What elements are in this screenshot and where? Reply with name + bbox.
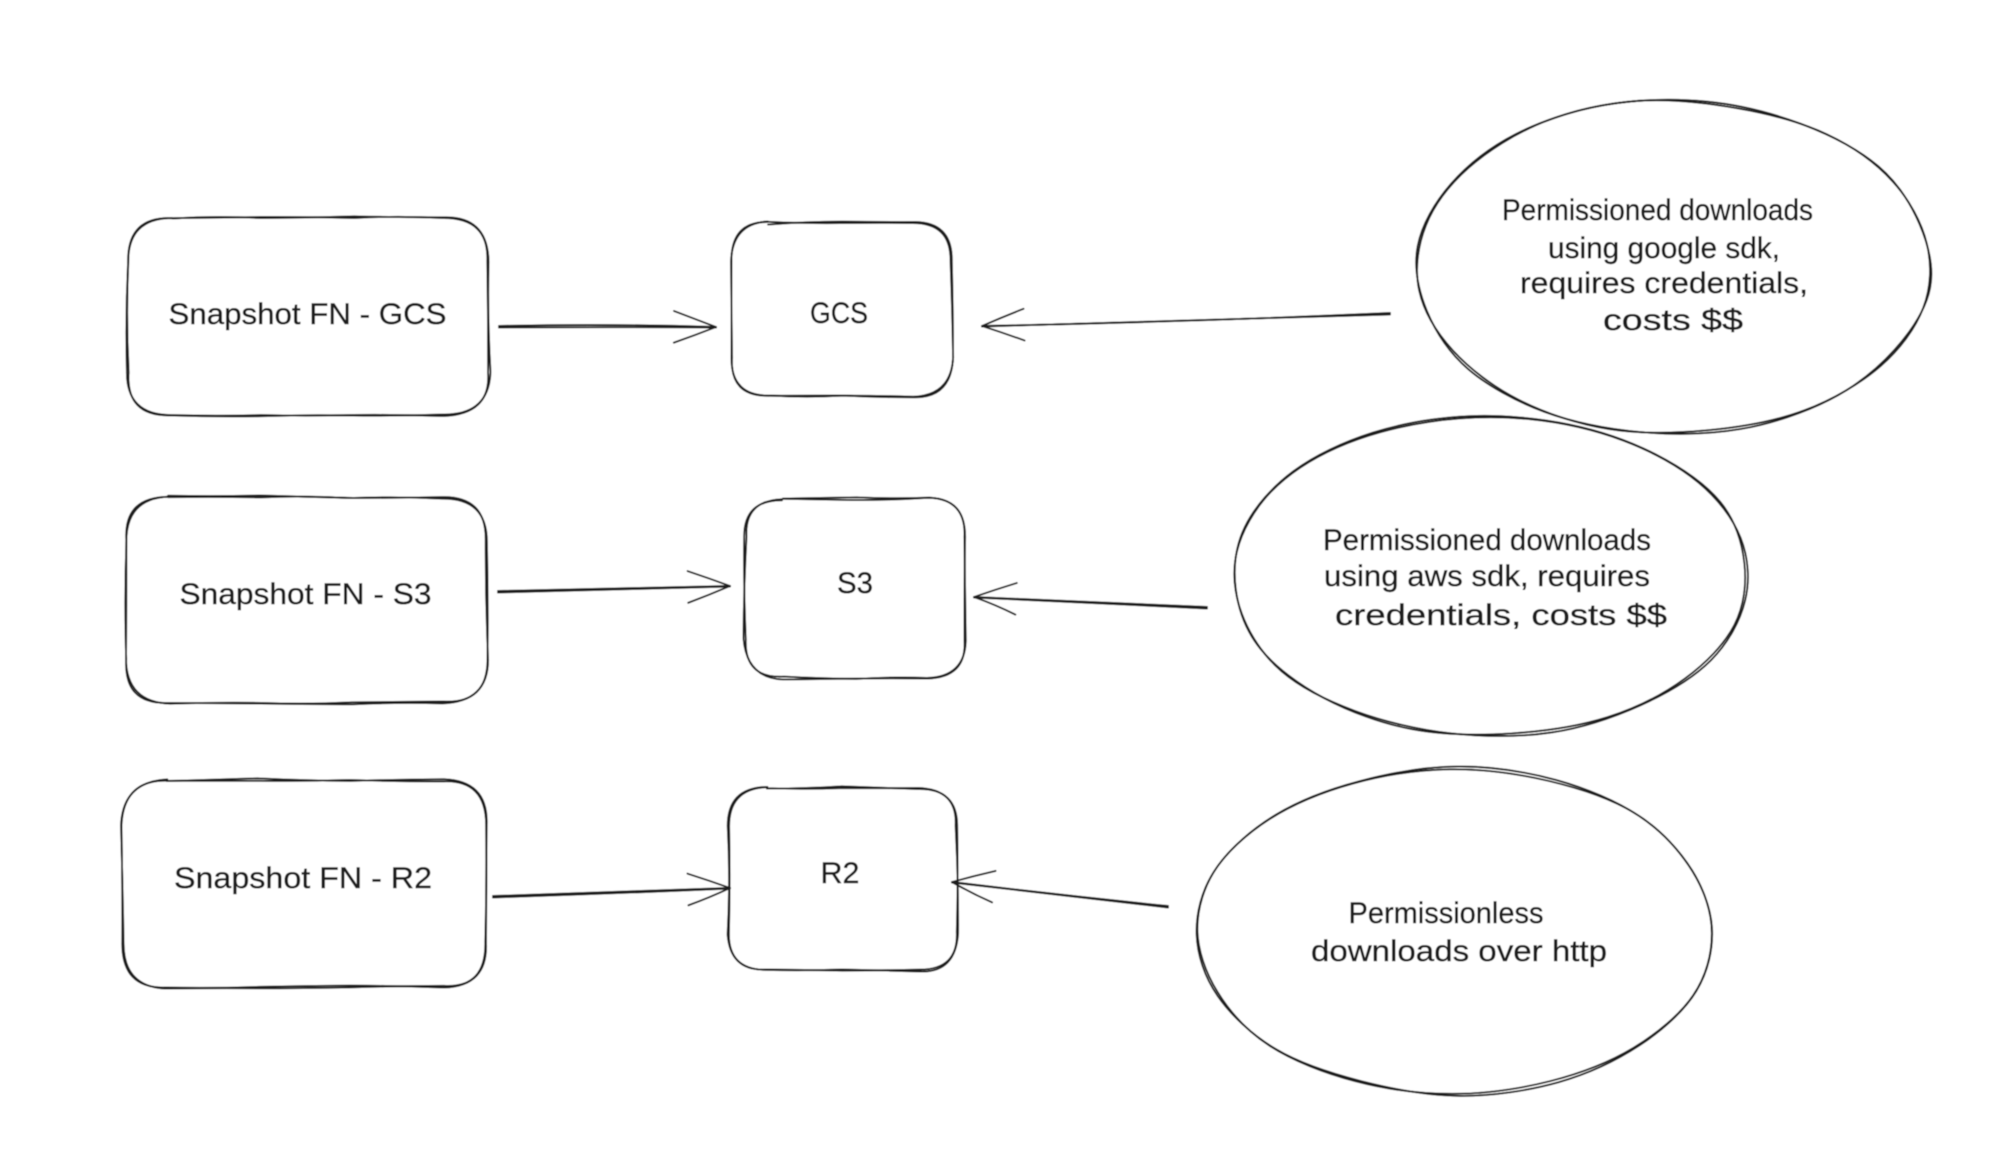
svg-text:using aws sdk, requires: using aws sdk, requires xyxy=(1324,560,1650,593)
svg-text:requires credentials,: requires credentials, xyxy=(1520,267,1808,300)
svg-text:Permissioned downloads: Permissioned downloads xyxy=(1323,524,1651,557)
svg-text:downloads over http: downloads over http xyxy=(1311,935,1607,968)
svg-text:Snapshot FN - S3: Snapshot FN - S3 xyxy=(180,578,432,611)
svg-text:S3: S3 xyxy=(837,567,873,600)
svg-text:Snapshot FN - GCS: Snapshot FN - GCS xyxy=(169,298,447,331)
svg-text:costs $$: costs $$ xyxy=(1603,304,1743,337)
svg-text:using google sdk,: using google sdk, xyxy=(1548,232,1780,265)
svg-text:R2: R2 xyxy=(821,857,860,890)
svg-text:Permissioned downloads: Permissioned downloads xyxy=(1502,194,1813,227)
svg-text:Snapshot FN - R2: Snapshot FN - R2 xyxy=(174,862,432,895)
svg-text:Permissionless: Permissionless xyxy=(1349,897,1544,930)
svg-text:credentials, costs $$: credentials, costs $$ xyxy=(1335,599,1667,632)
svg-text:GCS: GCS xyxy=(810,297,868,330)
